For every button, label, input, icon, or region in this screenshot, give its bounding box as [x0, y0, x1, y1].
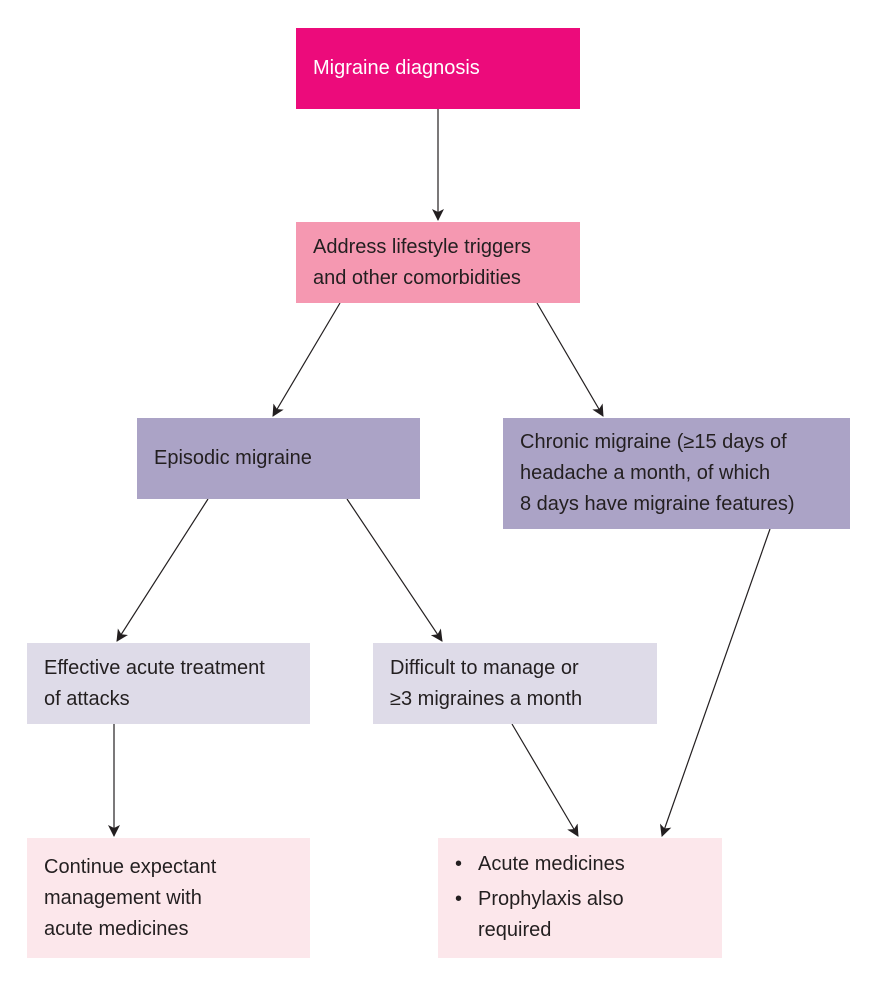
- treatment-bullet-list: • Acute medicines • Prophylaxis also req…: [455, 849, 625, 950]
- arrow-lifestyle-to-episodic: [272, 302, 341, 417]
- bullet-icon: •: [455, 853, 463, 875]
- difficult-to-manage-label: Difficult to manage or ≥3 migraines a mo…: [390, 656, 583, 710]
- acute-prophylaxis-box: • Acute medicines • Prophylaxis also req…: [438, 838, 722, 958]
- continue-management-label: Continue expectant management with acute…: [44, 855, 217, 940]
- effective-acute-treatment-box: Effective acute treatment of attacks: [27, 643, 310, 724]
- arrow-episodic-to-difficult: [346, 498, 443, 642]
- chronic-migraine-box: Chronic migraine (≥15 days of headache a…: [503, 418, 850, 529]
- episodic-migraine-box: Episodic migraine: [137, 418, 420, 499]
- arrow-chronic-to-acute: [659, 528, 771, 837]
- migraine-diagnosis-box: Migraine diagnosis: [296, 28, 580, 109]
- bullet-icon: •: [455, 888, 463, 910]
- list-item: • Prophylaxis also required: [455, 884, 625, 946]
- lifestyle-triggers-box: Address lifestyle triggers and other com…: [296, 222, 580, 303]
- continue-management-box: Continue expectant management with acute…: [27, 838, 310, 958]
- arrow-episodic-to-effective: [116, 498, 209, 642]
- prophylaxis-label: Prophylaxis also required: [478, 888, 624, 941]
- arrow-difficult-to-acute: [511, 723, 579, 837]
- acute-medicines-label: Acute medicines: [478, 853, 625, 875]
- episodic-migraine-label: Episodic migraine: [154, 447, 312, 469]
- list-item: • Acute medicines: [455, 849, 625, 880]
- effective-acute-treatment-label: Effective acute treatment of attacks: [44, 656, 265, 710]
- difficult-to-manage-box: Difficult to manage or ≥3 migraines a mo…: [373, 643, 657, 724]
- arrow-lifestyle-to-chronic: [536, 302, 604, 417]
- lifestyle-triggers-label: Address lifestyle triggers and other com…: [313, 235, 531, 289]
- migraine-diagnosis-label: Migraine diagnosis: [313, 57, 480, 79]
- chronic-migraine-label: Chronic migraine (≥15 days of headache a…: [520, 431, 795, 515]
